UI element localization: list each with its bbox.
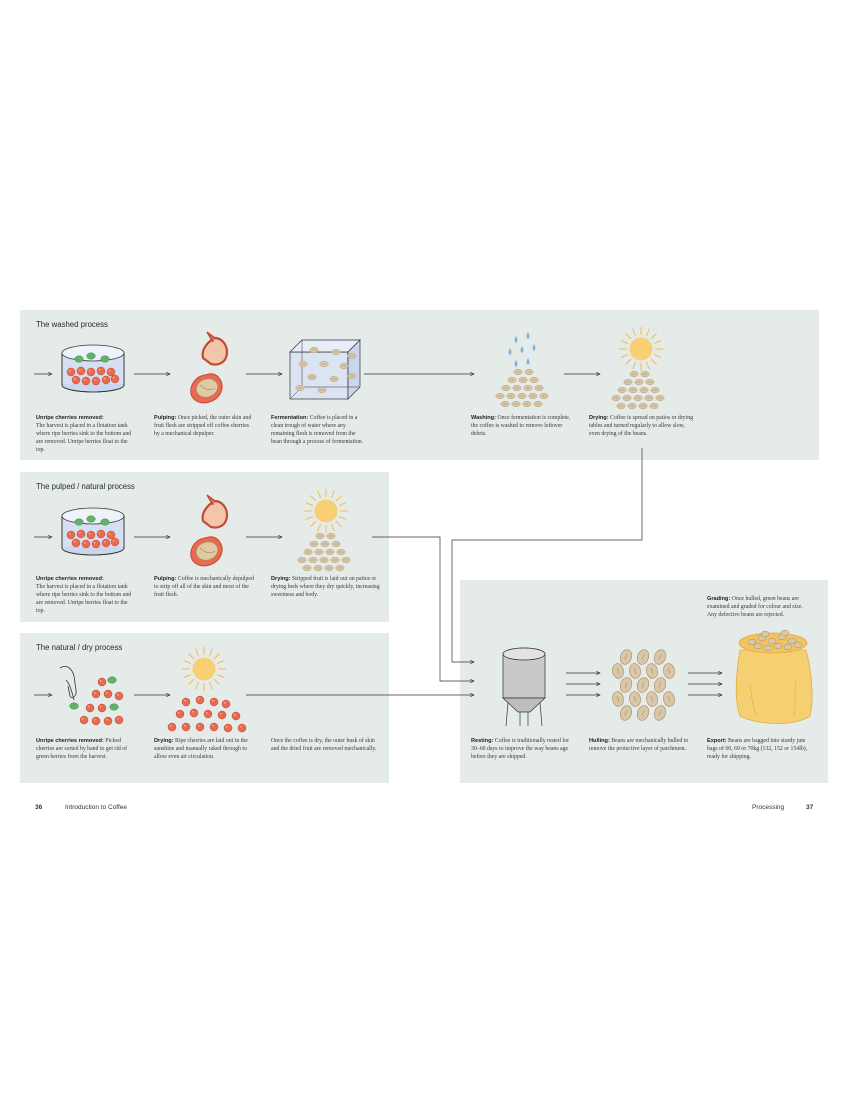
caption-washed-washing: Washing: Once fermentation is complete, …: [471, 415, 571, 437]
caption-natural-unripe: Unripe cherries removed: Picked cherries…: [36, 738, 128, 760]
washed-process-title: The washed process: [36, 320, 108, 329]
flotation-tank-icon: [62, 345, 124, 392]
caption-natural-drying: Drying: Ripe cherries are laid out in th…: [154, 738, 248, 760]
right-running-title: Processing: [752, 804, 785, 811]
caption-washed-fermentation: Fermentation: Coffee is placed in a clea…: [271, 415, 364, 445]
caption-resting: Resting: Coffee is traditionally rested …: [471, 738, 570, 760]
silo-icon: [502, 647, 546, 727]
hulled-beans-icon: [612, 649, 675, 721]
caption-washed-pulping: Pulping: Once picked, the outer skin and…: [154, 415, 252, 437]
hand-sorting-icon: [59, 666, 124, 726]
caption-washed-drying: Drying: Coffee is spread on patios or dr…: [589, 415, 693, 437]
left-page-number: 36: [35, 804, 43, 811]
left-running-title: Introduction to Coffee: [65, 804, 128, 811]
water-drops-icon: [508, 332, 536, 367]
caption-export: Export: Beans are bagged into sturdy jut…: [707, 738, 808, 760]
flotation-tank-icon: [62, 508, 124, 555]
right-page-number: 37: [806, 804, 814, 811]
caption-natural-husk: Once the coffee is dry, the outer husk o…: [271, 738, 377, 752]
caption-pulped-pulping: Pulping: Coffee is mechanically depulped…: [154, 576, 254, 598]
caption-hulling: Hulling: Beans are mechanically hulled t…: [589, 738, 689, 752]
pulped-process-title: The pulped / natural process: [36, 482, 135, 491]
drying-bean-pile-icon: [612, 371, 664, 409]
jute-bag-icon: [735, 629, 813, 724]
sun-icon: [181, 646, 227, 692]
drying-cherries-icon: [167, 695, 247, 733]
caption-grading: Grading: Once hulled, green beans are ex…: [707, 596, 803, 618]
fermentation-trough-icon: [289, 339, 361, 400]
washed-panel: [20, 310, 819, 460]
sun-icon: [303, 488, 349, 534]
caption-pulped-drying: Drying: Stripped fruit is laid out on pa…: [271, 576, 380, 598]
washed-bean-pile-icon: [496, 369, 548, 407]
depulped-cherry-icon: [189, 493, 229, 567]
pulped-bean-pile-icon: [298, 533, 350, 571]
depulped-cherry-icon: [189, 330, 229, 404]
caption-washed-unripe: Unripe cherries removed: The harvest is …: [36, 415, 132, 453]
sun-icon: [618, 326, 664, 372]
natural-process-title: The natural / dry process: [36, 643, 123, 652]
caption-pulped-unripe: Unripe cherries removed: The harvest is …: [36, 576, 132, 614]
